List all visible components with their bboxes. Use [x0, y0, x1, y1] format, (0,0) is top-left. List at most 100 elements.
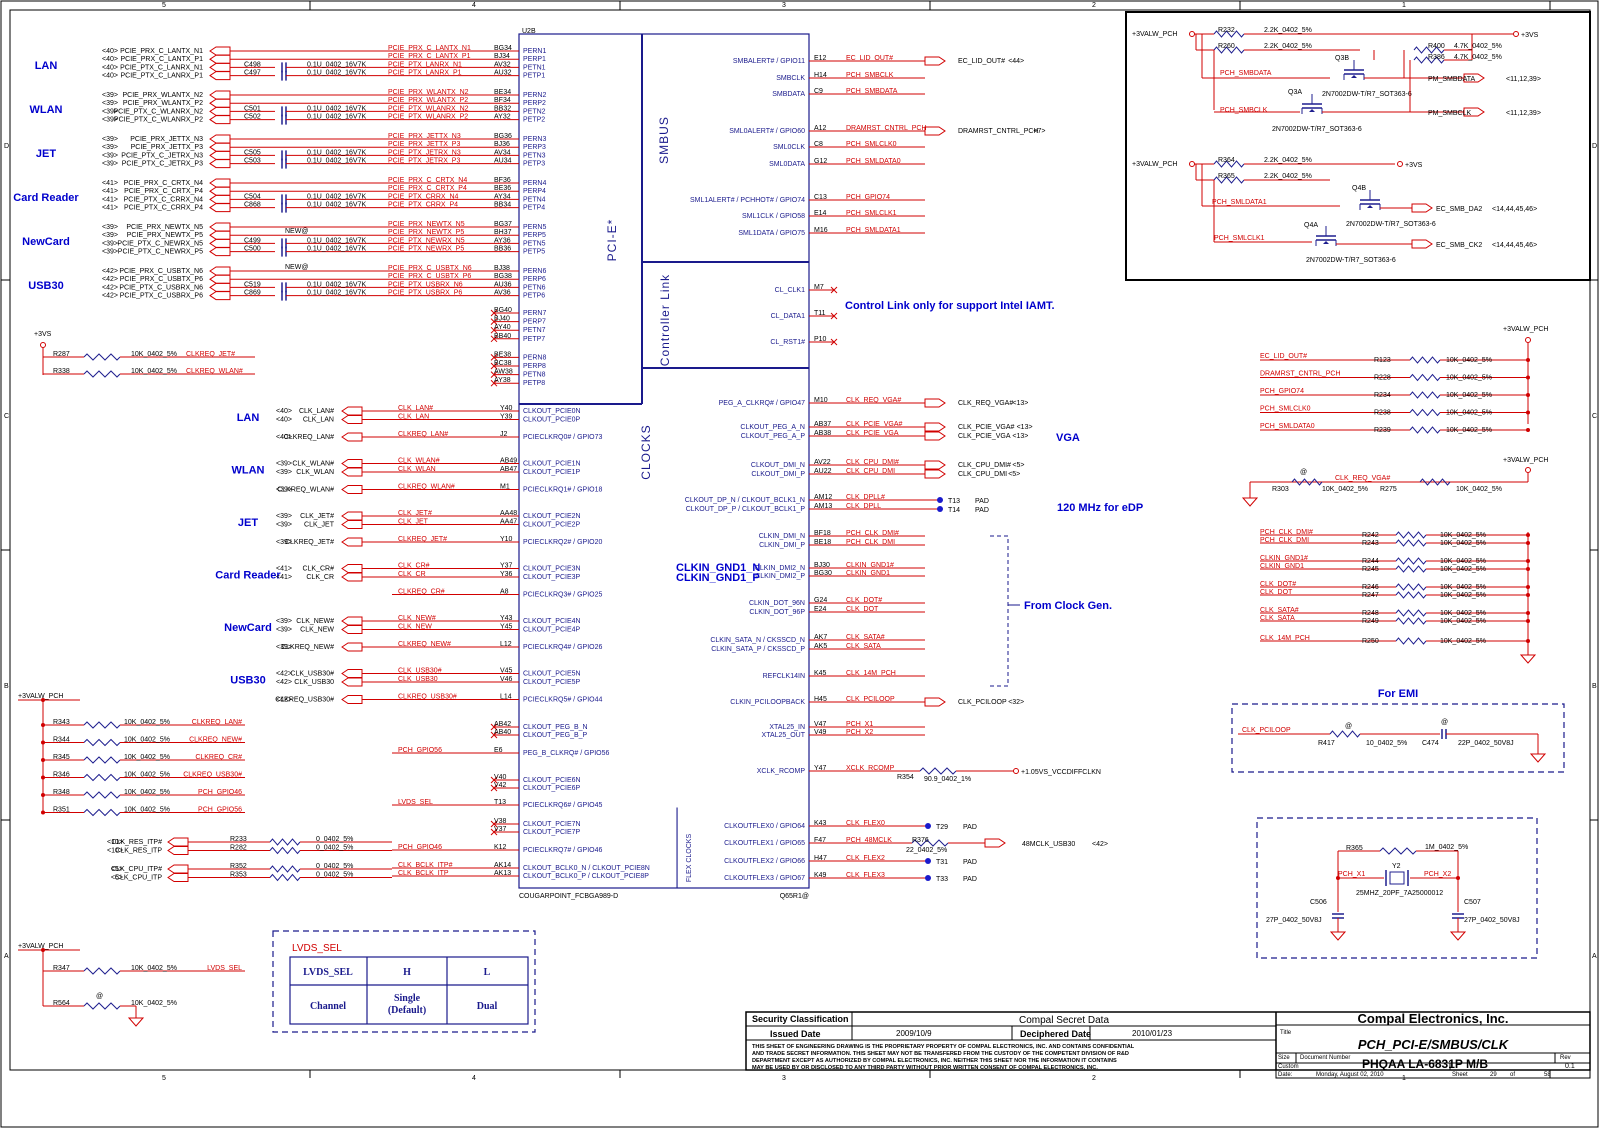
chip-refdes: U2B [522, 28, 536, 35]
power-rail-label: +3VALW_PCH [1503, 326, 1548, 333]
resistor-refdes: R348 [53, 789, 70, 796]
pin-net-label: PCIE_PRX_WLANTX_N2 [388, 89, 469, 96]
ball-id: V42 [494, 782, 507, 789]
pin-net-label: PCIE_PTX_NEWRX_P5 [388, 246, 464, 253]
junction-dot [1526, 639, 1530, 643]
port-net: CLK_CPU_DMI# [958, 462, 1011, 469]
mosfet-refdes: Q4B [1352, 185, 1366, 192]
resistor-value: 0_0402_5% [316, 863, 353, 870]
net-label: CLKIN_GND1 [1260, 563, 1304, 570]
group-label-pcie: LAN [35, 60, 58, 72]
ball-id: K43 [814, 820, 827, 827]
resistor-refdes: R365 [1346, 845, 1363, 852]
capacitor-symbol [281, 246, 287, 257]
pin-net-label: CLK_LAN# [398, 405, 433, 412]
resistor-value: 0_0402_5% [316, 836, 353, 843]
title-label: Title [1280, 1030, 1292, 1036]
security-value: Compal Secret Data [1019, 1015, 1109, 1026]
pin-net-label: CLK_CR [398, 571, 426, 578]
mosfet-part: 2N7002DW-T/R7_SOT363-6 [1272, 126, 1362, 133]
pin-net-label: CLK_NEW# [398, 615, 436, 622]
cap-refdes: C499 [244, 237, 261, 244]
ball-id: M16 [814, 227, 828, 234]
nc-stroke [830, 286, 838, 294]
port-ref: <39> [102, 144, 118, 151]
net-label: PCH_SMBCLK [1220, 107, 1268, 114]
block-title-pcie: PCI-E* [605, 219, 619, 262]
pin-net-label: PCIE_PTX_CRRX_P4 [388, 202, 458, 209]
resistor-symbol [1213, 30, 1245, 38]
net-label: CLK_PCILOOP [1242, 727, 1291, 734]
port-ref: <39> [276, 461, 292, 468]
pin-name: CLKOUT_PCIE6P [523, 785, 581, 792]
edp-note: 120 MHz for eDP [1057, 502, 1143, 514]
pin-name: PETN8 [523, 372, 546, 379]
ball-id: BJ40 [494, 316, 510, 323]
pin-net-label: PCH_SMLCLK1 [846, 210, 897, 217]
port-ref: <39> [276, 627, 292, 634]
junction-dot [1526, 567, 1530, 571]
pin-net-label: CLK_USB30# [398, 668, 442, 675]
ball-id: V45 [500, 668, 513, 675]
chip-outline [518, 33, 810, 889]
cap-value: 27P_0402_50V8J [1266, 917, 1322, 924]
resistor-refdes: R343 [53, 719, 70, 726]
net-label: PCH_X1 [1338, 871, 1365, 878]
crystal-refdes: Y2 [1392, 863, 1401, 870]
power-rail-label: +3VALW_PCH [1132, 31, 1177, 38]
port-net: EC_SMB_DA2 [1436, 206, 1482, 213]
offpage-connector [209, 266, 231, 276]
nc-stroke [830, 338, 838, 346]
port-net: CLK_JET [304, 522, 335, 529]
port-ref: <42> [276, 697, 292, 704]
lvds-table-cell: Single [394, 993, 421, 1004]
group-label-pcie: NewCard [22, 236, 70, 248]
junction-dot [1526, 533, 1530, 537]
resistor-symbol [1329, 730, 1361, 738]
ball-id: BE18 [814, 539, 831, 546]
resistor-symbol [1213, 46, 1245, 54]
port-ref: <42> [1092, 841, 1108, 848]
offpage-connector [341, 677, 363, 687]
ball-id: G12 [814, 158, 827, 165]
port-net: CLKREQ_JET# [285, 539, 334, 546]
pin-name: PERP3 [523, 144, 546, 151]
port-ref: <40> [102, 73, 118, 80]
sheet-total: 58 [1544, 1072, 1551, 1078]
pin-name: PETN6 [523, 284, 546, 291]
power-rail-label: +3VS [1405, 162, 1423, 169]
pin-net-label: CLKREQ_NEW# [398, 641, 451, 648]
port-ref: <42> [102, 293, 118, 300]
resistor-refdes: R287 [53, 351, 70, 358]
ball-id: BG34 [494, 45, 512, 52]
offpage-connector [167, 864, 189, 874]
cap-value: 0.1U_0402_16V7K [307, 281, 366, 288]
pin-net-label: CLKREQ_CR# [398, 589, 445, 596]
port-net: CLKREQ_USB30# [275, 697, 334, 704]
ball-id: AB47 [500, 466, 517, 473]
port-ref: <39> [102, 108, 118, 115]
disclaimer-text: AND TRADE SECRET INFORMATION. THIS SHEET… [752, 1051, 1129, 1057]
port-net: CLK_LAN [303, 417, 334, 424]
pin-name: PEG_A_CLKRQ# / GPIO47 [719, 400, 805, 407]
pin-net-label: PCIE_PRX_C_LANTX_P1 [388, 53, 471, 60]
zone-marker-right: C [1592, 413, 1597, 420]
pin-name: PCIECLKRQ5# / GPIO44 [523, 697, 602, 704]
test-pad-ref: T14 [948, 507, 960, 514]
lvds-sel-box [272, 930, 536, 1033]
pin-net-label: CLK_FLEX2 [846, 855, 885, 862]
pin-name: PERP2 [523, 100, 546, 107]
power-rail-terminal [1189, 161, 1195, 167]
pin-net-label: PCIE_PTX_USBRX_N6 [388, 281, 463, 288]
pin-name: SML0CLK [773, 144, 805, 151]
pin-name: PCIECLKRQ0# / GPIO73 [523, 434, 602, 441]
junction-dot [1526, 541, 1530, 545]
port-ref: <7> [1033, 128, 1045, 135]
offpage-connector [341, 669, 363, 678]
ball-id: H47 [814, 855, 827, 862]
pin-name: PETN2 [523, 108, 546, 115]
mosfet-q3b [1343, 60, 1365, 80]
ground-symbol [1519, 654, 1537, 664]
